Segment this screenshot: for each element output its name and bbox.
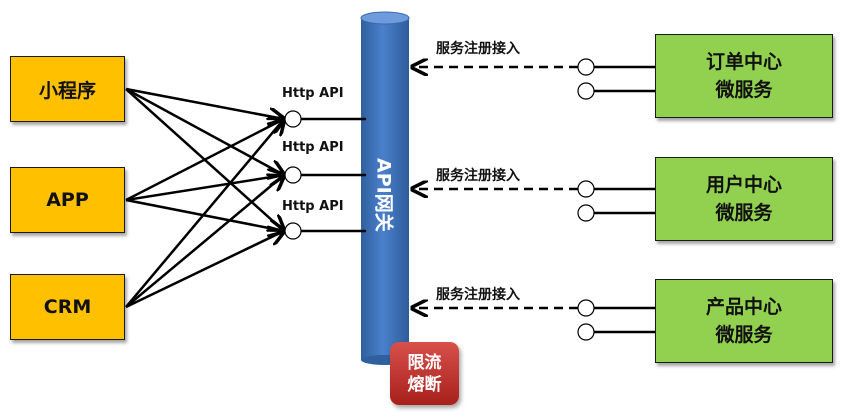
api-gateway-label: API网关 — [372, 158, 395, 232]
service-name: 订单中心 — [705, 51, 782, 73]
badge-line-2: 熔断 — [407, 374, 442, 395]
service-registration-label: 服务注册接入 — [436, 41, 520, 57]
service-registration-label: 服务注册接入 — [436, 168, 520, 184]
client-label: 小程序 — [38, 79, 96, 102]
service-port-icon — [577, 323, 595, 341]
http-api-label: Http API — [282, 199, 344, 214]
service-port-icon — [577, 180, 595, 198]
service-product-center: 产品中心 微服务 — [655, 279, 833, 363]
endpoint-port-icon — [284, 166, 302, 184]
service-user-center: 用户中心 微服务 — [655, 157, 833, 241]
endpoint-port-icon — [284, 110, 302, 128]
service-registration-links — [412, 58, 656, 341]
client-to-endpoint-arrow — [125, 119, 284, 308]
client-app: APP — [10, 167, 125, 233]
client-label: CRM — [43, 296, 92, 318]
service-registration-label: 服务注册接入 — [436, 287, 520, 303]
client-crm: CRM — [10, 274, 125, 340]
service-order-center: 订单中心 微服务 — [655, 34, 833, 118]
client-label: APP — [46, 189, 89, 211]
service-port-icon — [577, 58, 595, 76]
badge-line-1: 限流 — [407, 352, 442, 373]
service-type: 微服务 — [715, 324, 773, 346]
service-name: 产品中心 — [705, 296, 782, 318]
http-api-label: Http API — [282, 140, 344, 155]
http-api-endpoints — [284, 110, 366, 240]
client-mini-program: 小程序 — [10, 56, 125, 122]
client-to-endpoint-arrow — [125, 231, 284, 309]
http-api-label: Http API — [282, 86, 344, 101]
service-name: 用户中心 — [705, 174, 782, 196]
client-connection-arrows — [125, 87, 284, 309]
client-to-endpoint-arrow — [125, 87, 284, 175]
service-port-icon — [577, 299, 595, 317]
endpoint-port-icon — [284, 222, 302, 240]
client-to-endpoint-arrow — [125, 175, 284, 202]
client-to-endpoint-arrow — [125, 198, 284, 231]
client-to-endpoint-arrow — [125, 87, 284, 119]
service-port-icon — [577, 204, 595, 222]
service-port-icon — [577, 82, 595, 100]
service-type: 微服务 — [715, 202, 773, 224]
rate-limit-circuit-breaker-badge: 限流 熔断 — [390, 342, 459, 405]
client-to-endpoint-arrow — [125, 175, 284, 308]
client-to-endpoint-arrow — [125, 119, 284, 202]
service-type: 微服务 — [715, 79, 773, 101]
